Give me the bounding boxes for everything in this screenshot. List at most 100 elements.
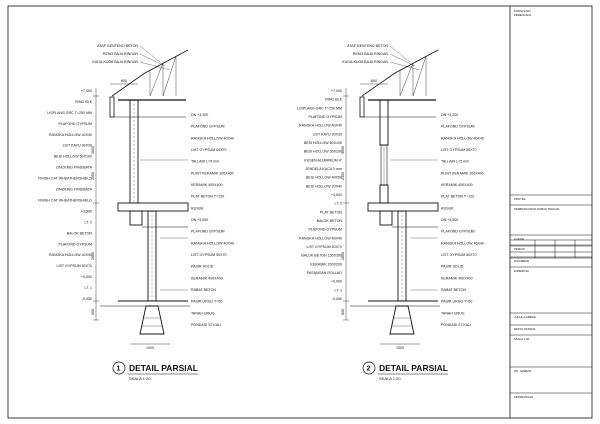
right-label: TANAH URUG <box>191 311 215 315</box>
title-block-row: SKALA 1:20 <box>514 337 530 341</box>
left-label: RING BLK <box>75 100 92 104</box>
left-label: BESI HOLLOW 20X40 <box>306 184 342 188</box>
left-label: ZINCKING FINS/BATA <box>56 188 93 192</box>
left-label: RANGKA HOLLOW 40X40 <box>299 236 342 240</box>
right-label: RABAT BETON <box>191 288 216 292</box>
right-label: KERAMIK 400X400 <box>441 183 473 187</box>
right-label: PASIR URUG T=50 <box>441 300 472 304</box>
left-label: -0,050 <box>82 297 92 301</box>
floor-slab-2 <box>117 202 189 212</box>
leader-line <box>389 61 421 71</box>
left-label: RANGKA HOLLOW 40X40 <box>299 124 342 128</box>
roof-label: ATAP GENTENG BETON <box>97 44 138 48</box>
detail-number-circle <box>362 361 376 375</box>
roof-label: KUDA-KUDA BAJA RINGAN <box>342 60 388 64</box>
dimension-vertical: 3500 <box>91 146 95 154</box>
left-label: BESI HOLLOW 50X100 <box>304 150 342 154</box>
left-label: PLAT BETON <box>320 210 342 214</box>
right-label: LIST GYPSUM 50X70 <box>191 148 227 152</box>
detail-number-circle <box>112 361 126 375</box>
dimension-vertical: 2350 <box>341 172 345 180</box>
floor-slab-2 <box>367 202 439 212</box>
roof-label: KUDA-KUDA BAJA RINGAN <box>92 60 138 64</box>
dimension-vertical: 2350 <box>91 172 95 180</box>
dimension-vertical: 600 <box>341 309 345 315</box>
left-label: RANGKA HOLLOW 40X40 <box>49 253 92 257</box>
right-label: RUSUK <box>441 206 454 210</box>
left-label: RANGKA HOLLOW 40X40 <box>49 133 92 137</box>
right-label: RANGKA HOLLOW 40X40 <box>191 136 234 140</box>
left-label: LIST KAYU 30X30 <box>63 144 92 148</box>
right-label: PONDASI ST.KALI <box>441 323 471 327</box>
right-label: RANGKA HOLLOW 40X40 <box>191 241 234 245</box>
right-label: DN +3,500 <box>441 218 458 222</box>
right-label: PONDASI ST.KALI <box>191 323 221 327</box>
left-label: +0,000 <box>331 280 342 284</box>
upper-wall-top <box>379 99 389 146</box>
detail-number: 1 <box>117 366 121 373</box>
leader-line <box>139 61 171 71</box>
left-label: BALOK BETON <box>67 231 93 235</box>
title-block-row: DETAIL PARSIAL <box>514 327 536 331</box>
leader-line <box>139 53 166 67</box>
title-block-row: PEMILIK <box>514 247 525 251</box>
right-label: PLAFOND GYPSUM <box>441 230 475 234</box>
left-label: LISPLANG GRC T=250 MM <box>297 106 342 110</box>
right-label: PASIR SOLID <box>441 265 464 269</box>
roof-slope <box>361 49 439 97</box>
right-label: TALI AIR L=5 mm <box>441 160 469 164</box>
right-label: PLAFOND GYPSUM <box>441 125 475 129</box>
left-label: BALOK BETON 150X300 <box>301 254 342 258</box>
left-label: LT. 2 <box>84 220 92 224</box>
roof-label: ATAP GENTENG BETON <box>347 44 388 48</box>
right-label: PLAFOND GYPSUM <box>191 125 225 129</box>
right-label: PLAT BETON T=120 <box>441 195 474 199</box>
roof-truss-diag-1 <box>399 62 414 97</box>
left-label: BESI HOLLOW 50X100 <box>304 141 342 145</box>
right-label: DN +3,200 <box>441 113 458 117</box>
right-label: PLAFOND GYPSUM <box>191 230 225 234</box>
left-label: KERAMIK 200X200 <box>310 262 342 266</box>
right-label: KERAMIK 400X400 <box>441 276 473 280</box>
left-label: PLAFOND GYPSUM <box>58 242 92 246</box>
right-label: PLINT KERAMIK 100X400 <box>191 171 234 175</box>
title-block-header: PERENCANA <box>514 13 532 17</box>
left-label: BESI HOLLOW 40X60 <box>306 176 342 180</box>
right-label: PLAT BETON T=120 <box>191 195 224 199</box>
sheet-border <box>7 5 593 419</box>
detail-scale: SKALA 1:20 <box>379 376 401 381</box>
left-label: RING BLK <box>325 98 342 102</box>
left-label: +0,000 <box>81 275 92 279</box>
roof-slope <box>111 49 189 97</box>
left-label: JENDELA KACA 5 mm <box>305 167 342 171</box>
right-label: RABAT BETON <box>441 288 466 292</box>
detail-title-1: 1 DETAIL PARSIAL SKALA 1:20 <box>112 361 198 381</box>
right-label: LIST GYPSUM 50X70 <box>441 253 477 257</box>
dimension-horizontal: 800 <box>121 79 127 83</box>
left-label: LT. 1 <box>334 288 342 292</box>
left-label: PASANGAN ROLLAG <box>307 271 342 275</box>
left-label: LISPLANG GRC T=250 MM <box>47 111 92 115</box>
left-label: FINISH CAT WHEATHERSHIELD <box>38 177 92 181</box>
left-label: PLAFOND GYPSUM <box>58 122 92 126</box>
left-label: LIST KAYU 30X30 <box>313 132 342 136</box>
upper-wall <box>129 99 139 204</box>
right-label: LIST GYPSUM 50X70 <box>441 148 477 152</box>
right-label: PLINT KERAMIK 100X400 <box>441 171 484 175</box>
right-label: PASIR SOLID <box>191 265 214 269</box>
detail-title-2: 2 DETAIL PARSIAL SKALA 1:20 <box>362 361 448 381</box>
beam-2 <box>379 210 393 226</box>
leader-line <box>389 53 416 67</box>
left-label: +7,000 <box>81 89 92 93</box>
left-label: LIST GYPSUM 50X70 <box>307 245 343 249</box>
leader-line <box>139 45 161 63</box>
left-label: PLAFOND GYPSUM <box>308 228 342 232</box>
detail-title: DETAIL PARSIAL <box>379 363 448 373</box>
right-label: RUSUK <box>191 206 204 210</box>
left-label: FINISH CAT WHEATHERSHIELD <box>38 198 92 202</box>
left-label: LT. 2 <box>334 202 342 206</box>
dimension-horizontal: 1000 <box>146 346 154 350</box>
